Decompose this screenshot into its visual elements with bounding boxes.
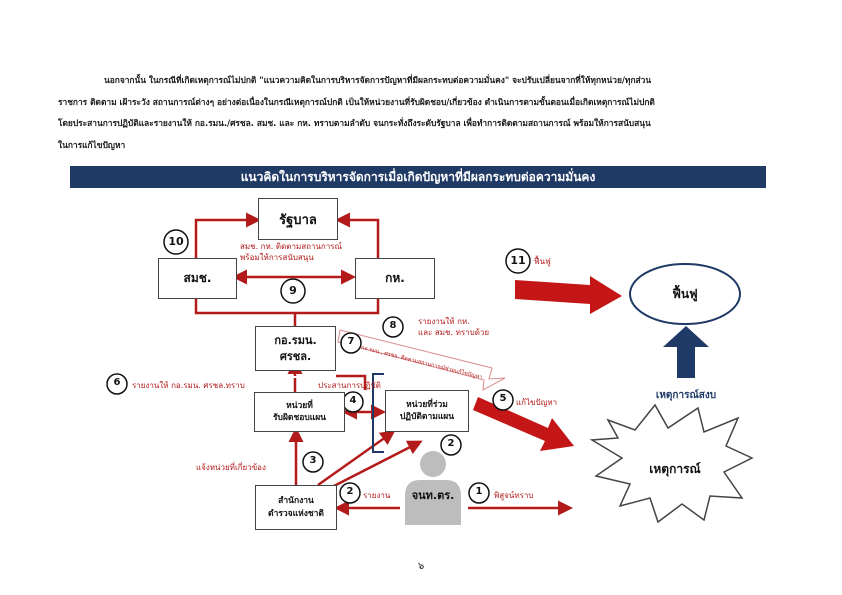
node-label: ตำรวจแห่งชาติ — [268, 508, 324, 519]
recovery-ellipse — [629, 263, 741, 325]
label-line: และ สมช. ทราบด้วย — [418, 328, 490, 337]
mod-box: กห. — [355, 258, 435, 299]
recovery-step-label: ฟื้นฟู — [534, 257, 551, 266]
node-label: รับผิดชอบแผน — [272, 413, 326, 423]
isoc-box: กอ.รมน. ศรชล. — [255, 326, 336, 371]
label-line: สมช. กห. ติดตามสถานการณ์ — [240, 242, 342, 251]
step-number: 6 — [113, 377, 121, 388]
red-connector — [194, 212, 573, 516]
notify-units-label: แจ้งหน่วยที่เกี่ยวข้อง — [196, 463, 266, 472]
step-number: 3 — [309, 455, 317, 466]
paragraph-line: นอกจากนั้น ในกรณีที่เกิดเหตุการณ์ไม่ปกติ… — [104, 75, 652, 85]
node-label: ปฏิบัติตามแผน — [399, 412, 455, 422]
step-number: 2 — [447, 438, 455, 449]
step-number: 2 — [346, 486, 354, 497]
officer-label: จนท.ตร. — [411, 489, 455, 502]
paragraph-line: ในการแก้ไขปัญหา — [58, 139, 126, 150]
node-label: รัฐบาล — [279, 212, 317, 228]
step-number: 8 — [389, 320, 397, 331]
step-number: 11 — [510, 254, 526, 267]
verify-label: พิสูจน์ทราบ — [494, 491, 534, 500]
node-label: สำนักงาน — [278, 495, 314, 506]
page-number: ๖ — [417, 561, 425, 572]
follow-support-label: สมช. กห. ติดตามสถานการณ์ พร้อมให้การสนับ… — [240, 241, 342, 263]
node-label: กห. — [385, 271, 405, 285]
blue-bracket — [372, 373, 384, 453]
government-box: รัฐบาล — [258, 198, 338, 240]
officer-figure — [405, 451, 461, 525]
recovery-label: ฟื้นฟู — [672, 287, 698, 301]
incident-starburst — [589, 403, 754, 524]
calm-arrow — [663, 326, 709, 378]
joint-unit-box: หน่วยที่ร่วม ปฏิบัติตามแผน — [385, 390, 469, 432]
report-isoc-label: รายงานให้ กอ.รมน. ศรชล.ทราบ — [132, 381, 245, 390]
step-number: 10 — [168, 235, 184, 248]
nsc-box: สมช. — [158, 258, 237, 299]
step-number: 5 — [499, 393, 507, 404]
responsible-unit-box: หน่วยที่ รับผิดชอบแผน — [254, 392, 345, 432]
paragraph-line: โดยประสานการปฏิบัติและรายงานให้ กอ.รมน./… — [58, 118, 651, 128]
intro-paragraph: นอกจากนั้น ในกรณีที่เกิดเหตุการณ์ไม่ปกติ… — [58, 70, 782, 156]
node-label: สมช. — [183, 271, 212, 285]
label-line: รายงานให้ กห. — [418, 317, 470, 326]
step-number: 4 — [349, 395, 357, 406]
step-number: 7 — [347, 336, 355, 347]
incident-label: เหตุการณ์ — [649, 462, 701, 476]
node-label: ศรชล. — [279, 349, 312, 363]
recovery-arrow — [515, 276, 622, 314]
node-label: กอ.รมน. — [274, 333, 317, 347]
step-number: 1 — [475, 486, 483, 497]
step-number: 9 — [289, 284, 297, 297]
report-mod-label: รายงานให้ กห. และ สมช. ทราบด้วย — [418, 316, 489, 338]
node-label: หน่วยที่ — [286, 401, 313, 411]
solve-label: แก้ไขปัญหา — [516, 398, 558, 407]
label-line: พร้อมให้การสนับสนุน — [240, 253, 314, 262]
diagram-title: แนวคิดในการบริหารจัดการเมื่อเกิดปัญหาที่… — [70, 166, 766, 188]
incident-arrow — [473, 397, 574, 451]
coordinate-label: ประสานการปฏิบัติ — [318, 381, 381, 390]
calm-label: เหตุการณ์สงบ — [655, 390, 717, 401]
report-label: รายงาน — [363, 491, 391, 500]
police-office-box: สำนักงาน ตำรวจแห่งชาติ — [255, 485, 337, 530]
paragraph-line: ราชการ ติดตาม เฝ้าระวัง สถานการณ์ต่างๆ อ… — [58, 96, 655, 107]
outline-arrow — [337, 329, 506, 391]
step-circles — [106, 229, 531, 504]
node-label: หน่วยที่ร่วม — [406, 400, 448, 410]
